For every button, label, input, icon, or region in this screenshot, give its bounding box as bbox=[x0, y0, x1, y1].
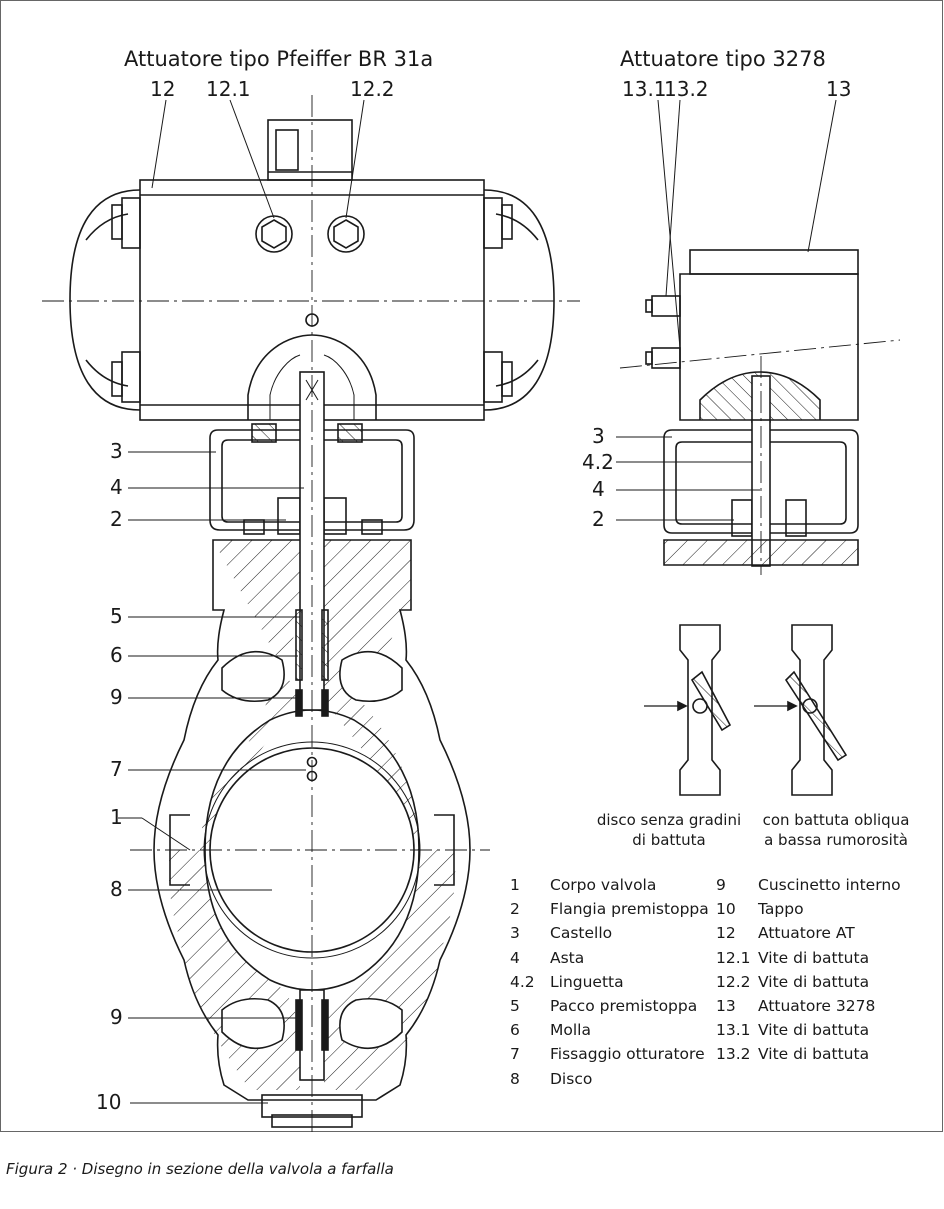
bonnet bbox=[209, 429, 415, 531]
disc-caption-left: disco senza gradini di battuta bbox=[594, 810, 744, 850]
label-1: 1 bbox=[110, 805, 123, 829]
disc-details bbox=[644, 624, 848, 796]
actuator-left-cap bbox=[69, 189, 141, 411]
label-r3: 3 bbox=[592, 424, 605, 448]
label-9-upper: 9 bbox=[110, 685, 123, 709]
label-10: 10 bbox=[96, 1090, 121, 1114]
bonnet-3278 bbox=[663, 429, 859, 534]
disc-caption-left-line2: di battuta bbox=[632, 831, 706, 849]
label-9-lower: 9 bbox=[110, 1005, 123, 1029]
right-title: Attuatore tipo 3278 bbox=[620, 47, 826, 71]
disc-caption-left-line1: disco senza gradini bbox=[596, 811, 742, 829]
position-indicator bbox=[267, 119, 353, 181]
label-12-1: 12.1 bbox=[206, 77, 251, 101]
label-r4-2: 4.2 bbox=[582, 450, 614, 474]
figure-frame bbox=[0, 0, 943, 1132]
label-7: 7 bbox=[110, 757, 123, 781]
label-13-2: 13.2 bbox=[664, 77, 709, 101]
right-assembly bbox=[619, 249, 901, 575]
left-assembly bbox=[42, 95, 580, 1135]
label-r4: 4 bbox=[592, 477, 605, 501]
label-3: 3 bbox=[110, 439, 123, 463]
actuator-3278-body bbox=[679, 273, 859, 421]
label-12: 12 bbox=[150, 77, 175, 101]
label-13: 13 bbox=[826, 77, 851, 101]
label-2: 2 bbox=[110, 507, 123, 531]
label-6: 6 bbox=[110, 643, 123, 667]
label-8: 8 bbox=[110, 877, 123, 901]
label-12-2: 12.2 bbox=[350, 77, 395, 101]
left-title: Attuatore tipo Pfeiffer BR 31a bbox=[124, 47, 434, 71]
disc-caption-right: con battuta obliqua a bassa rumorosità bbox=[756, 810, 916, 850]
label-5: 5 bbox=[110, 604, 123, 628]
label-4: 4 bbox=[110, 475, 123, 499]
figure-caption: Figura 2 · Disegno in sezione della valv… bbox=[6, 1160, 394, 1178]
disc-caption-right-line2: a bassa rumorosità bbox=[764, 831, 908, 849]
disc-caption-right-line1: con battuta obliqua bbox=[762, 811, 910, 829]
leader-lines bbox=[118, 99, 837, 1104]
stop-screw-12-1 bbox=[255, 215, 293, 253]
label-13-1: 13.1 bbox=[622, 77, 667, 101]
actuator-right-cap bbox=[483, 189, 555, 411]
valve-body bbox=[153, 539, 471, 1101]
label-r2: 2 bbox=[592, 507, 605, 531]
